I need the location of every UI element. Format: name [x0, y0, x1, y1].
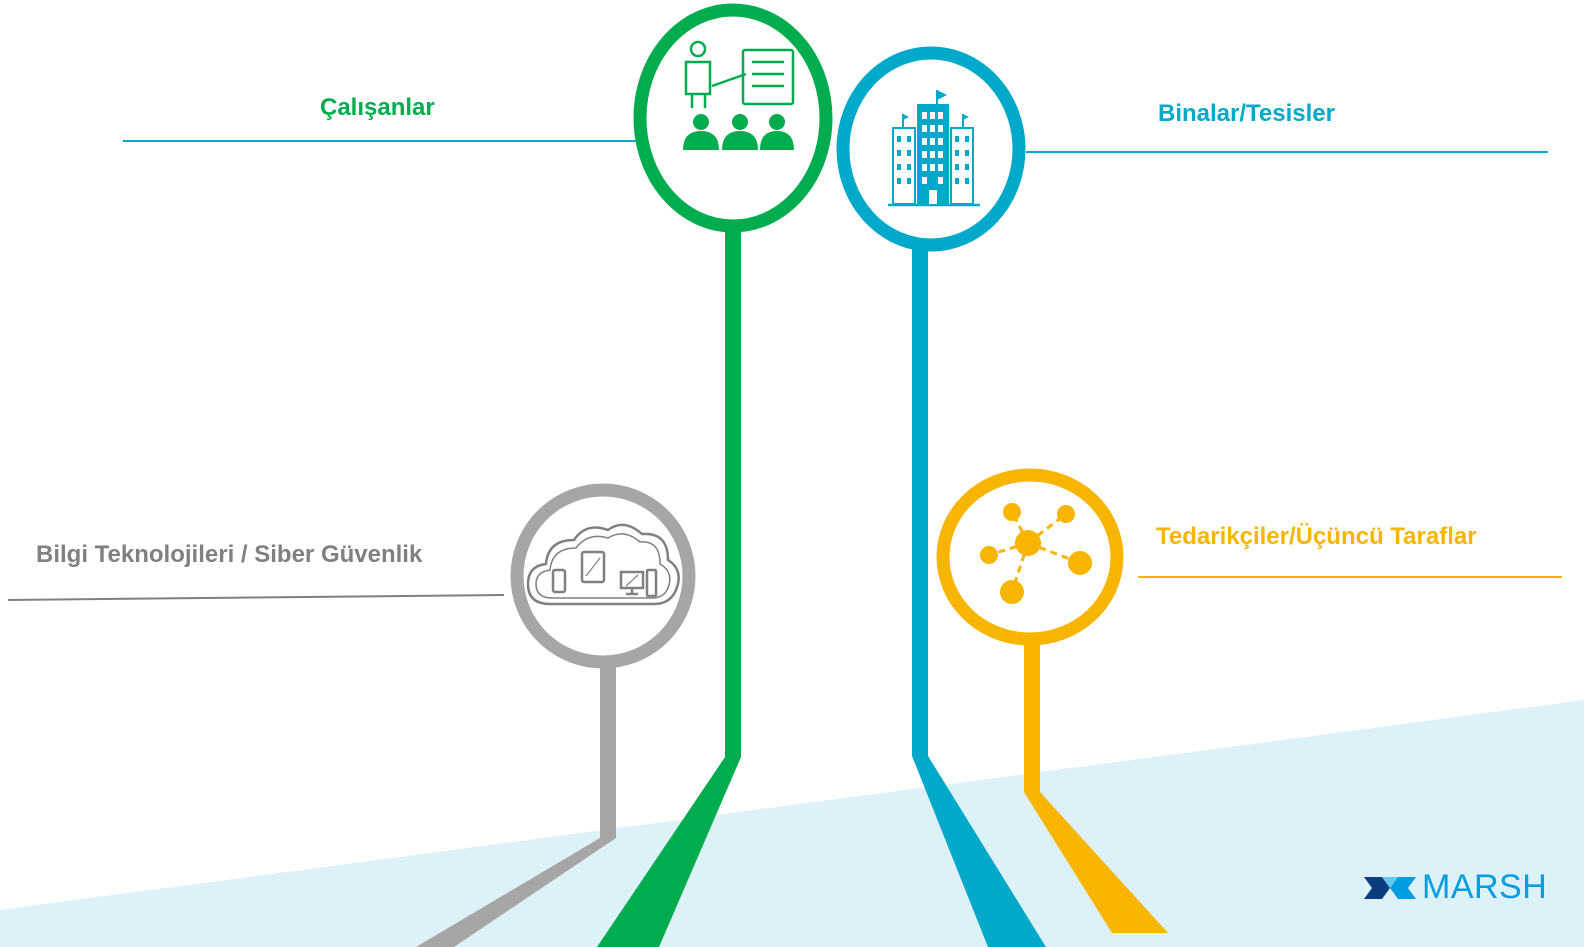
- marsh-logo-mark-icon: [1364, 876, 1416, 899]
- suppliers-label: Tedarikçiler/Üçüncü Taraflar: [1156, 523, 1477, 550]
- suppliers-pin-shadow: [1024, 792, 1168, 933]
- ground-plane: [0, 700, 1584, 947]
- cloud-devices-icon: [526, 523, 680, 606]
- it-cyber-label: Bilgi Teknolojileri / Siber Güvenlik: [36, 541, 423, 568]
- marsh-logo: MARSH: [1364, 868, 1547, 907]
- marsh-logo-text: MARSH: [1422, 868, 1548, 906]
- employees-label: Çalışanlar: [320, 94, 435, 121]
- presentation-icon: [683, 40, 795, 150]
- it-pin-shadow: [416, 838, 616, 947]
- employees-pin-shadow: [597, 757, 741, 947]
- buildings-pin-shadow: [912, 756, 1046, 947]
- buildings-label: Binalar/Tesisler: [1158, 100, 1335, 127]
- office-building-icon: [888, 90, 980, 207]
- it-connector-line: [7, 594, 505, 601]
- network-nodes-icon: [980, 503, 1092, 604]
